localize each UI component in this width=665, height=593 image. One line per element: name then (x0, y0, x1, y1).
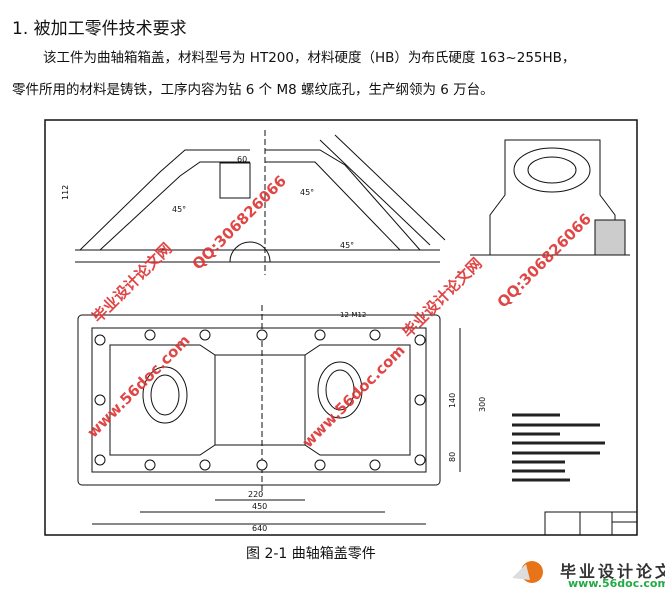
logo-url: www.56doc.com (568, 577, 665, 590)
dim-450: 450 (252, 502, 267, 511)
angle-45-a: 45° (172, 205, 186, 214)
angle-45-c: 45° (340, 241, 354, 250)
dim-112: 112 (61, 185, 70, 200)
drawing-frame (44, 119, 638, 536)
dim-60: 60 (237, 155, 247, 164)
dim-220: 220 (248, 490, 263, 499)
paragraph-line-2: 零件所用的材料是铸铁，工序内容为钻 6 个 M8 螺纹底孔，生产纲领为 6 万台… (12, 82, 494, 98)
title-block (544, 511, 638, 536)
site-logo: 毕业设计论文网 www.56doc.com (510, 556, 665, 590)
logo-name: 毕业设计论文网 (560, 562, 665, 581)
dim-300: 300 (478, 397, 487, 412)
logo-icon (512, 561, 543, 583)
dim-holes: 12-M12 (340, 311, 366, 319)
top-view (77, 305, 461, 525)
dim-140: 140 (448, 393, 457, 408)
side-view (470, 139, 630, 256)
section-heading: 1. 被加工零件技术要求 (12, 19, 187, 39)
paragraph-line-1: 该工件为曲轴箱箱盖，材料型号为 HT200，材料硬度（HB）为布氏硬度 163~… (43, 50, 576, 66)
dim-80: 80 (448, 452, 457, 462)
dim-640: 640 (252, 524, 267, 533)
front-view (75, 130, 446, 275)
figure-caption: 图 2-1 曲轴箱盖零件 (246, 546, 376, 562)
bolt-holes (94, 329, 426, 471)
angle-45-b: 45° (300, 188, 314, 197)
technical-notes (512, 413, 605, 482)
